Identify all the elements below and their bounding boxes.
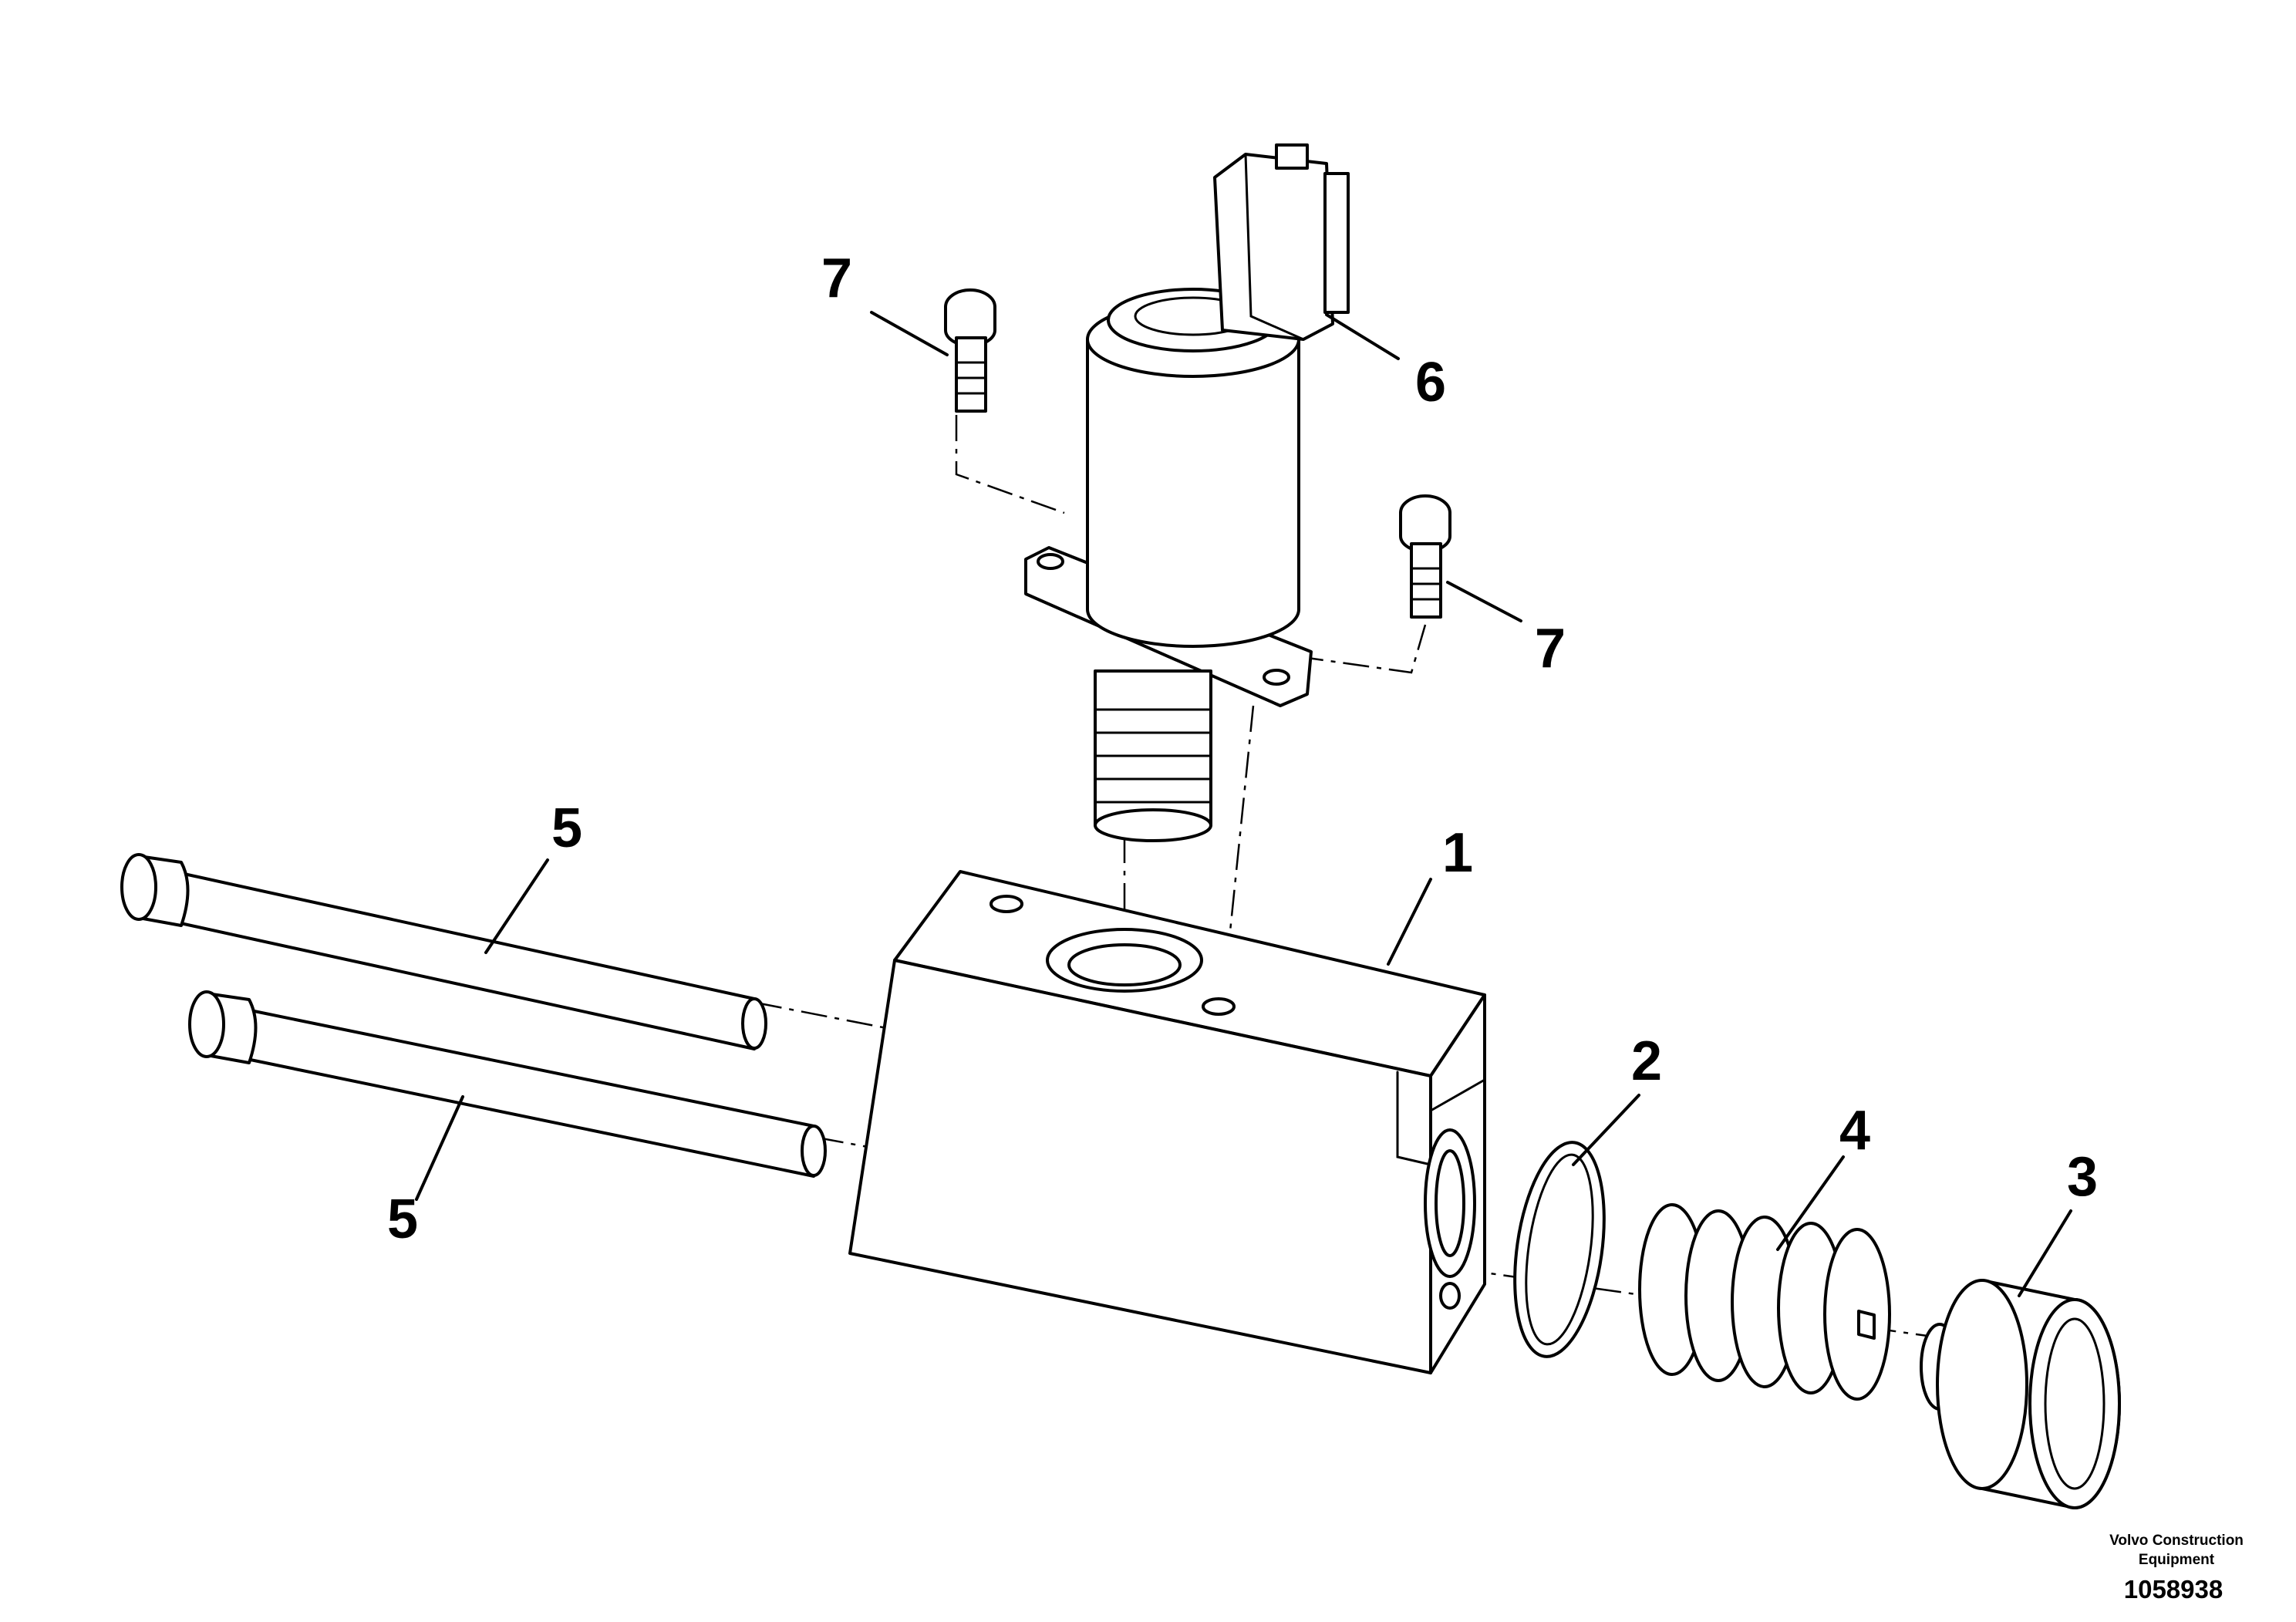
callout-2: 2 [1631,1030,1662,1092]
callout-labels: 7 6 7 1 5 5 2 4 3 [387,248,2098,1250]
callout-5-upper: 5 [551,798,582,859]
valve-housing-part-1 [848,870,1486,1374]
callout-3: 3 [2067,1146,2098,1208]
cap-screw-part-7-right [1399,494,1451,619]
plug-part-3 [1920,1279,2121,1509]
credit-line-1: Volvo Construction [2109,1533,2244,1549]
credit-block: Volvo Construction Equipment 1058938 [2109,1533,2244,1603]
callout-7-right: 7 [1535,618,1566,679]
callout-5-lower: 5 [387,1189,418,1250]
spring-part-4 [1638,1203,1891,1401]
cap-screw-part-7-left [944,288,996,413]
o-ring-part-2 [1513,1141,1606,1358]
document-number: 1058938 [2124,1575,2223,1603]
leader-lines [415,311,2072,1297]
solenoid-valve-part-6 [1024,143,1350,842]
callout-4: 4 [1839,1100,1870,1162]
bolt-part-5-lower [188,990,827,1178]
callout-6: 6 [1415,352,1446,413]
callout-1: 1 [1442,822,1473,884]
bolt-part-5-upper [120,853,767,1050]
credit-line-2: Equipment [2139,1552,2215,1568]
callout-7-left: 7 [821,248,852,309]
